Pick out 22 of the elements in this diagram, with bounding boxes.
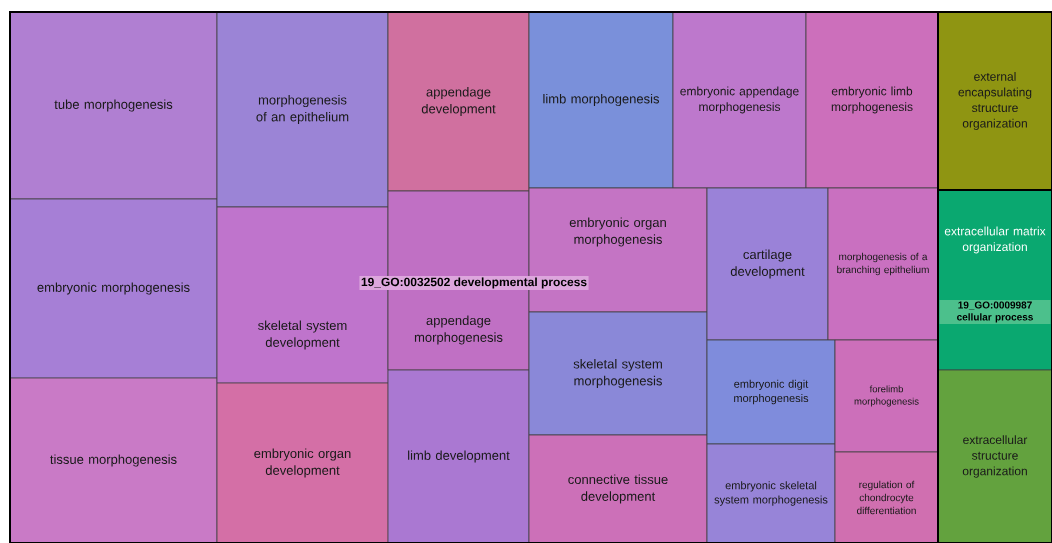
treemap-cell: tube morphogenesis [9,11,218,200]
treemap-cell: embryonic skeletal system morphogenesis [706,443,836,543]
treemap-cell: morphogenesis of an epithelium [216,11,389,208]
treemap-cell: regulation of chondrocyte differentiation [834,451,939,543]
treemap-cell: connective tissue development [528,434,708,543]
group-label: 19_GO:0009987 cellular process [939,299,1051,324]
treemap-cell: embryonic appendage morphogenesis [672,11,807,189]
treemap-cell: forelimb morphogenesis [834,339,939,453]
treemap-cell: embryonic organ development [216,382,389,543]
treemap-cell: morphogenesis of a branching epithelium [827,187,939,341]
treemap-cell: appendage development [387,11,530,192]
group-frame [9,11,939,543]
treemap-cell: embryonic morphogenesis [9,198,218,379]
treemap-cell: limb development [387,369,530,543]
treemap-cell: external encapsulating structure organization [937,11,1052,191]
treemap-cell: extracellular structure organization [937,369,1052,543]
treemap-cell: embryonic digit morphogenesis [706,339,836,445]
treemap-cell: limb morphogenesis [528,11,674,189]
treemap-cell: embryonic limb morphogenesis [805,11,939,189]
treemap-cell: cartilage development [706,187,829,341]
treemap-cell: skeletal system morphogenesis [528,311,708,436]
treemap-cell: tissue morphogenesis [9,377,218,543]
